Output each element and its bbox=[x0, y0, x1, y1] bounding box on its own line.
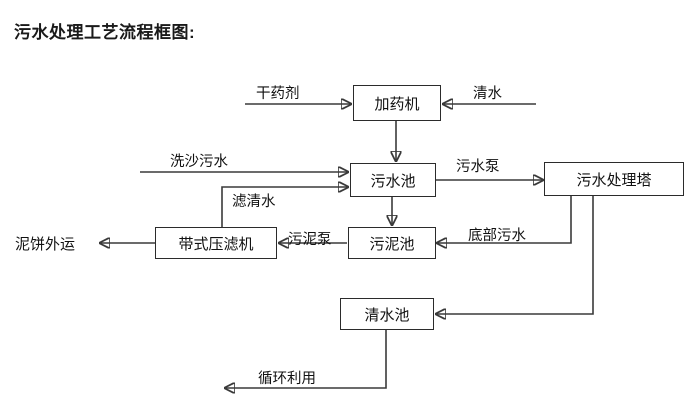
page-title: 污水处理工艺流程框图: bbox=[14, 23, 196, 42]
node-clean-water-pool[interactable]: 清水池 bbox=[340, 298, 434, 330]
wire-bottom-wastewater-to-sludge-pool bbox=[437, 196, 572, 243]
node-dosing-machine[interactable]: 加药机 bbox=[353, 85, 441, 121]
terminal-label-mud-cake-out: 泥饼外运 bbox=[15, 236, 76, 253]
node-sludge-pool[interactable]: 污泥池 bbox=[348, 227, 436, 259]
edge-label-clean-water-in: 清水 bbox=[473, 86, 502, 102]
wire-tower-to-clean-water-pool bbox=[436, 196, 594, 314]
node-treatment-tower[interactable]: 污水处理塔 bbox=[544, 162, 684, 196]
edge-label-sludge-pump: 污泥泵 bbox=[288, 232, 332, 248]
edge-label-dry-agent: 干药剂 bbox=[256, 86, 300, 102]
edge-label-bottom-wastewater: 底部污水 bbox=[468, 228, 526, 244]
edge-label-filtrate-clear-water: 滤清水 bbox=[232, 194, 276, 210]
wire-filtrate-to-wastewater-pool bbox=[221, 187, 348, 227]
wire-clean-water-recycle bbox=[225, 330, 387, 388]
edge-label-wastewater-pump: 污水泵 bbox=[456, 159, 500, 175]
edge-label-recycle-reuse: 循环利用 bbox=[258, 371, 316, 387]
edge-label-sand-washing-wastewater: 洗沙污水 bbox=[170, 154, 228, 170]
node-belt-filter-press[interactable]: 带式压滤机 bbox=[155, 227, 277, 259]
node-wastewater-pool[interactable]: 污水池 bbox=[350, 163, 436, 197]
